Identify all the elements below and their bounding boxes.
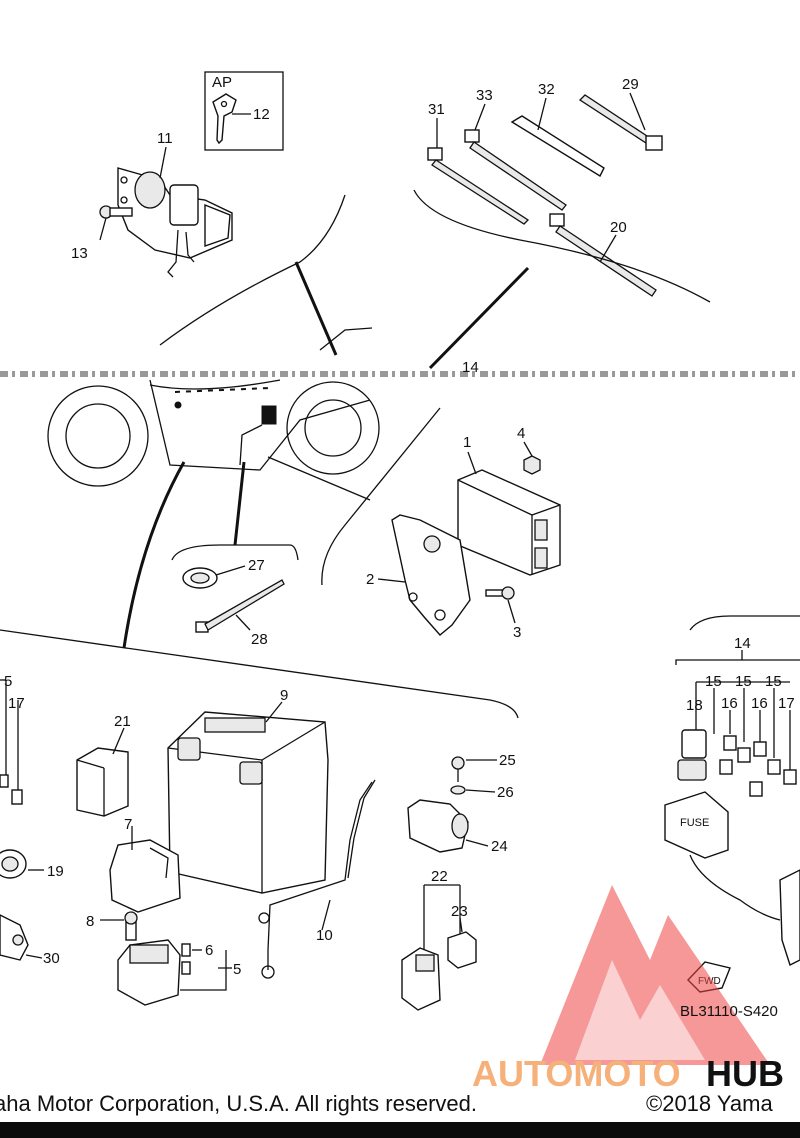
callout-23: 23 [451, 903, 468, 920]
callout-17-left: 17 [8, 695, 25, 712]
callout-15b: 15 [735, 673, 752, 690]
bracket-2[interactable] [377, 514, 471, 636]
callout-8: 8 [86, 913, 94, 930]
callout-19: 19 [47, 863, 64, 880]
starter-relay-5[interactable] [117, 939, 181, 1006]
fuses-left-edge[interactable] [0, 679, 23, 805]
ap-box-label: AP [212, 74, 232, 91]
watermark-part2: HUB [706, 1053, 784, 1094]
callout-15a: 15 [705, 673, 722, 690]
callout-26: 26 [497, 784, 514, 801]
part-19[interactable] [0, 849, 44, 879]
callout-11: 11 [157, 130, 173, 147]
cover-7[interactable] [109, 826, 181, 913]
callout-18: 18 [686, 697, 703, 714]
fuse-box-harness-14[interactable]: FUSE [664, 650, 800, 966]
key-icon[interactable] [212, 93, 237, 145]
footer: aha Motor Corporation, U.S.A. All rights… [0, 1087, 800, 1121]
callout-16b: 16 [751, 695, 768, 712]
callout-16a: 16 [721, 695, 738, 712]
callout-32: 32 [538, 81, 555, 98]
callout-3: 3 [513, 624, 521, 641]
callouts: 12 11 13 31 33 32 29 20 14 1 4 2 3 27 28… [4, 76, 795, 1020]
ap-box-group: AP [204, 71, 284, 151]
callout-28: 28 [251, 631, 268, 648]
part-30[interactable] [0, 914, 43, 961]
callout-20: 20 [610, 219, 627, 236]
cable-tie-28[interactable] [195, 579, 285, 633]
screw-25[interactable] [451, 756, 497, 782]
callout-5: 5 [233, 961, 241, 978]
cable-tie-31[interactable] [427, 118, 530, 225]
callout-25: 25 [499, 752, 516, 769]
nut-4[interactable] [523, 441, 541, 475]
callout-15c: 15 [765, 673, 782, 690]
battery-lead-10[interactable] [258, 779, 376, 979]
callout-13: 13 [71, 245, 88, 262]
battery-9[interactable] [167, 701, 329, 894]
callout-14-top: 14 [462, 359, 479, 376]
bolt-8[interactable] [100, 911, 138, 941]
callout-30: 30 [43, 950, 60, 967]
wiring-harness-marker [261, 405, 277, 425]
fuse-6[interactable] [181, 943, 202, 975]
callout-22: 22 [431, 868, 448, 885]
bolt-13[interactable] [99, 205, 133, 241]
callout-6: 6 [205, 942, 213, 959]
watermark-part1: AUTOMOTO [472, 1053, 681, 1094]
callout-1: 1 [463, 434, 471, 451]
callout-14: 14 [734, 635, 751, 652]
callout-21: 21 [114, 713, 131, 730]
callout-10: 10 [316, 927, 333, 944]
cable-tie-33[interactable] [464, 103, 567, 211]
callout-5-left: 5 [4, 673, 12, 690]
copyright-left: aha Motor Corporation, U.S.A. All rights… [0, 1091, 477, 1116]
main-switch-relay-11[interactable] [117, 146, 233, 278]
ecu-1[interactable] [457, 451, 561, 576]
callout-9: 9 [280, 687, 288, 704]
grommet-27[interactable] [182, 565, 246, 589]
cable-tie-20[interactable] [549, 213, 657, 297]
cable-tie-29[interactable] [578, 92, 663, 151]
copyright-right: ©2018 Yama [646, 1091, 773, 1116]
motorcycle-silhouette [0, 327, 800, 546]
bracket-24[interactable] [407, 799, 489, 853]
callout-7: 7 [124, 816, 132, 833]
callout-17-right: 17 [778, 695, 795, 712]
callout-24: 24 [491, 838, 508, 855]
connector-22[interactable] [401, 947, 441, 1011]
callout-29: 29 [622, 76, 639, 93]
cover-23[interactable] [447, 917, 477, 969]
automotohub-logo: AUTOMOTO HUB [472, 885, 784, 1094]
bottom-bar [0, 1122, 800, 1138]
callout-27: 27 [248, 557, 265, 574]
callout-31: 31 [428, 101, 445, 118]
ap-box [204, 71, 284, 151]
callout-12: 12 [253, 106, 270, 123]
band-32[interactable] [510, 97, 605, 177]
relay-21[interactable] [76, 727, 129, 817]
callout-33: 33 [476, 87, 493, 104]
fuse-label: FUSE [680, 817, 709, 829]
callout-4: 4 [517, 425, 525, 442]
diagram-code: BL31110-S420 [680, 1003, 778, 1020]
callout-2: 2 [366, 571, 374, 588]
bolt-3[interactable] [485, 586, 516, 624]
washer-26[interactable] [450, 785, 496, 795]
